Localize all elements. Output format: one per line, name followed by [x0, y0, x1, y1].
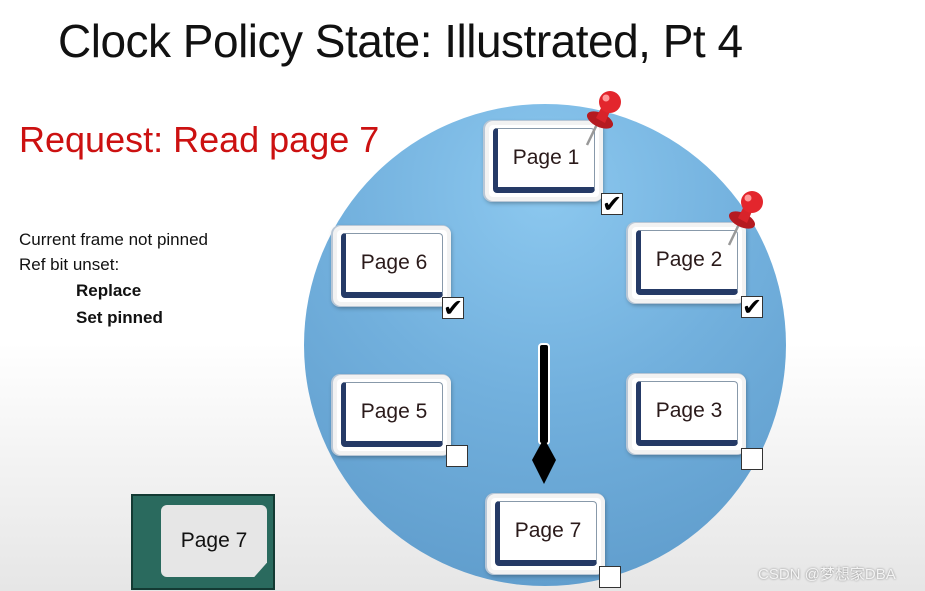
clock-hand-arrow-icon: [532, 343, 556, 484]
frame-page-2: Page 2: [628, 223, 746, 303]
frame-page-5: Page 5: [333, 375, 451, 455]
note-action-set-pinned: Set pinned: [76, 308, 163, 327]
frame-page-3: Page 3: [628, 374, 746, 454]
ref-bit-checkbox-page-3: [741, 448, 763, 470]
frame-page-6: Page 6: [333, 226, 451, 306]
incoming-page-buffer: Page 7: [131, 494, 275, 590]
frame-label: Page 2: [655, 248, 723, 271]
frame-label: Page 7: [514, 519, 582, 542]
ref-bit-checkbox-page-5: [446, 445, 468, 467]
frame-label: Page 3: [655, 399, 723, 422]
watermark: CSDN @梦想家DBA: [758, 566, 896, 583]
ref-bit-checkbox-page-6: ✔: [442, 294, 464, 322]
frame-label: Page 6: [360, 251, 428, 274]
ref-bit-checkbox-page-2: ✔: [741, 293, 763, 321]
frame-page-1: Page 1: [485, 121, 603, 201]
pushpin-icon: [727, 191, 763, 246]
incoming-page-label: Page 7: [180, 529, 248, 552]
slide-title: Clock Policy State: Illustrated, Pt 4: [58, 15, 743, 67]
frame-label: Page 1: [512, 146, 580, 169]
pushpin-icon: [585, 91, 621, 146]
request-text: Request: Read page 7: [19, 119, 380, 160]
incoming-page: Page 7: [161, 505, 267, 577]
ref-bit-checkbox-page-1: ✔: [601, 190, 623, 218]
note-action-replace: Replace: [76, 281, 142, 300]
ref-bit-checkbox-page-7: [599, 566, 621, 588]
frame-label: Page 5: [360, 400, 428, 423]
note-current-frame: Current frame not pinned: [19, 230, 208, 249]
frame-page-7: Page 7: [487, 494, 605, 574]
note-ref-bit: Ref bit unset:: [19, 255, 120, 274]
